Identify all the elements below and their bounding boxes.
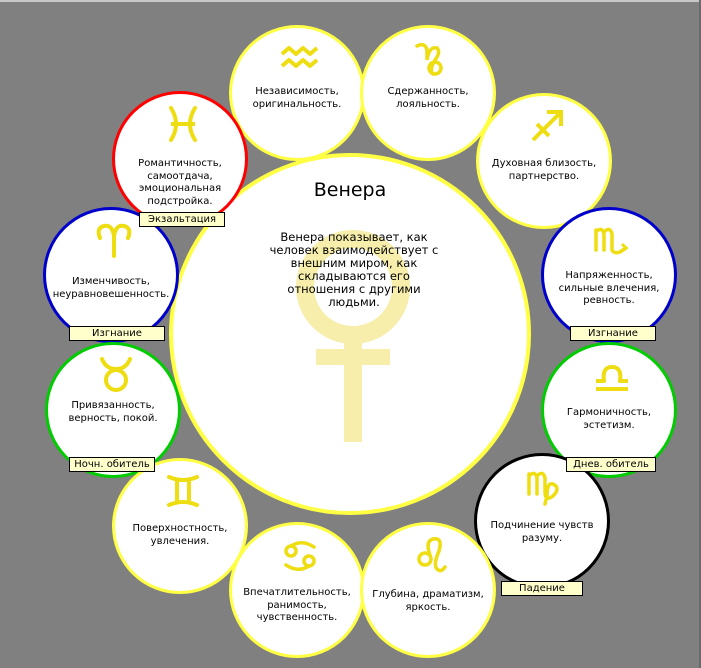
- sign-aries[interactable]: Изменчивость, неуравновешенность.: [43, 207, 179, 343]
- sign-aquarius[interactable]: Независимость, оригинальность.: [229, 25, 365, 161]
- virgo-icon: [527, 471, 559, 506]
- sign-taurus[interactable]: Привязанность, верность, покой.: [45, 342, 181, 478]
- venus-symbol-icon: [296, 230, 410, 442]
- sign-virgo[interactable]: Подчинение чувств разуму.: [474, 453, 610, 589]
- sagittarius-icon: [531, 110, 563, 142]
- tag-night-domicile: Ночн. обитель: [69, 457, 155, 472]
- sign-capricorn-text: Сдержанность, лояльность.: [387, 86, 469, 110]
- sign-scorpio[interactable]: Напряженность, сильные влечения, ревност…: [541, 207, 677, 343]
- sign-aries-text: Изменчивость, неуравновешенность.: [52, 276, 170, 300]
- sign-sagittarius-text: Духовная близость, партнерство.: [491, 158, 597, 182]
- sign-gemini[interactable]: Поверхностность, увлечения.: [112, 458, 248, 594]
- scorpio-icon: [594, 227, 629, 255]
- aquarius-icon: [280, 46, 319, 68]
- planet-title: Венера: [313, 179, 387, 201]
- sign-pisces-text: Романтичность, самоотдача, эмоциональная…: [138, 158, 222, 207]
- aries-icon: [96, 223, 132, 258]
- sign-leo[interactable]: Глубина, драматизм, яркость.: [360, 522, 496, 658]
- leo-icon: [417, 537, 447, 573]
- sign-aquarius-text: Независимость, оригинальность.: [252, 86, 342, 110]
- sign-libra[interactable]: Гармоничность, эстетизм.: [541, 342, 677, 478]
- sign-cancer-text: Впечатлительность, ранимость, чувственно…: [243, 587, 351, 623]
- sign-pisces[interactable]: Романтичность, самоотдача, эмоциональная…: [112, 91, 248, 227]
- sign-sagittarius[interactable]: Духовная близость, партнерство.: [476, 93, 612, 229]
- sign-virgo-text: Подчинение чувств разуму.: [490, 520, 594, 544]
- sign-libra-text: Гармоничность, эстетизм.: [566, 407, 652, 431]
- sign-taurus-text: Привязанность, верность, покой.: [68, 400, 158, 424]
- top-border: [0, 0, 701, 2]
- tag-exaltation: Экзальтация: [139, 212, 225, 227]
- gemini-icon: [167, 475, 199, 507]
- capricorn-icon: [415, 42, 443, 76]
- sign-capricorn[interactable]: Сдержанность, лояльность.: [360, 25, 496, 161]
- sign-cancer[interactable]: Впечатлительность, ранимость, чувственно…: [229, 522, 365, 658]
- tag-exile-left: Изгнание: [69, 326, 165, 341]
- right-border: [699, 0, 701, 668]
- sign-leo-text: Глубина, драматизм, яркость.: [372, 589, 484, 613]
- planet-description: Венера показывает, как человек взаимодей…: [269, 230, 439, 309]
- taurus-icon: [100, 357, 132, 392]
- libra-icon: [596, 365, 628, 391]
- cancer-icon: [284, 541, 316, 571]
- venus-center-circle: Венера Венера показывает, как человек вз…: [169, 153, 531, 515]
- sign-gemini-text: Поверхностность, увлечения.: [132, 523, 228, 547]
- tag-fall: Падение: [501, 581, 583, 596]
- tag-day-domicile: Днев. обитель: [566, 457, 656, 472]
- pisces-icon: [169, 106, 197, 142]
- tag-exile-right: Изгнание: [570, 326, 656, 341]
- sign-scorpio-text: Напряженность, сильные влечения, ревност…: [558, 270, 660, 306]
